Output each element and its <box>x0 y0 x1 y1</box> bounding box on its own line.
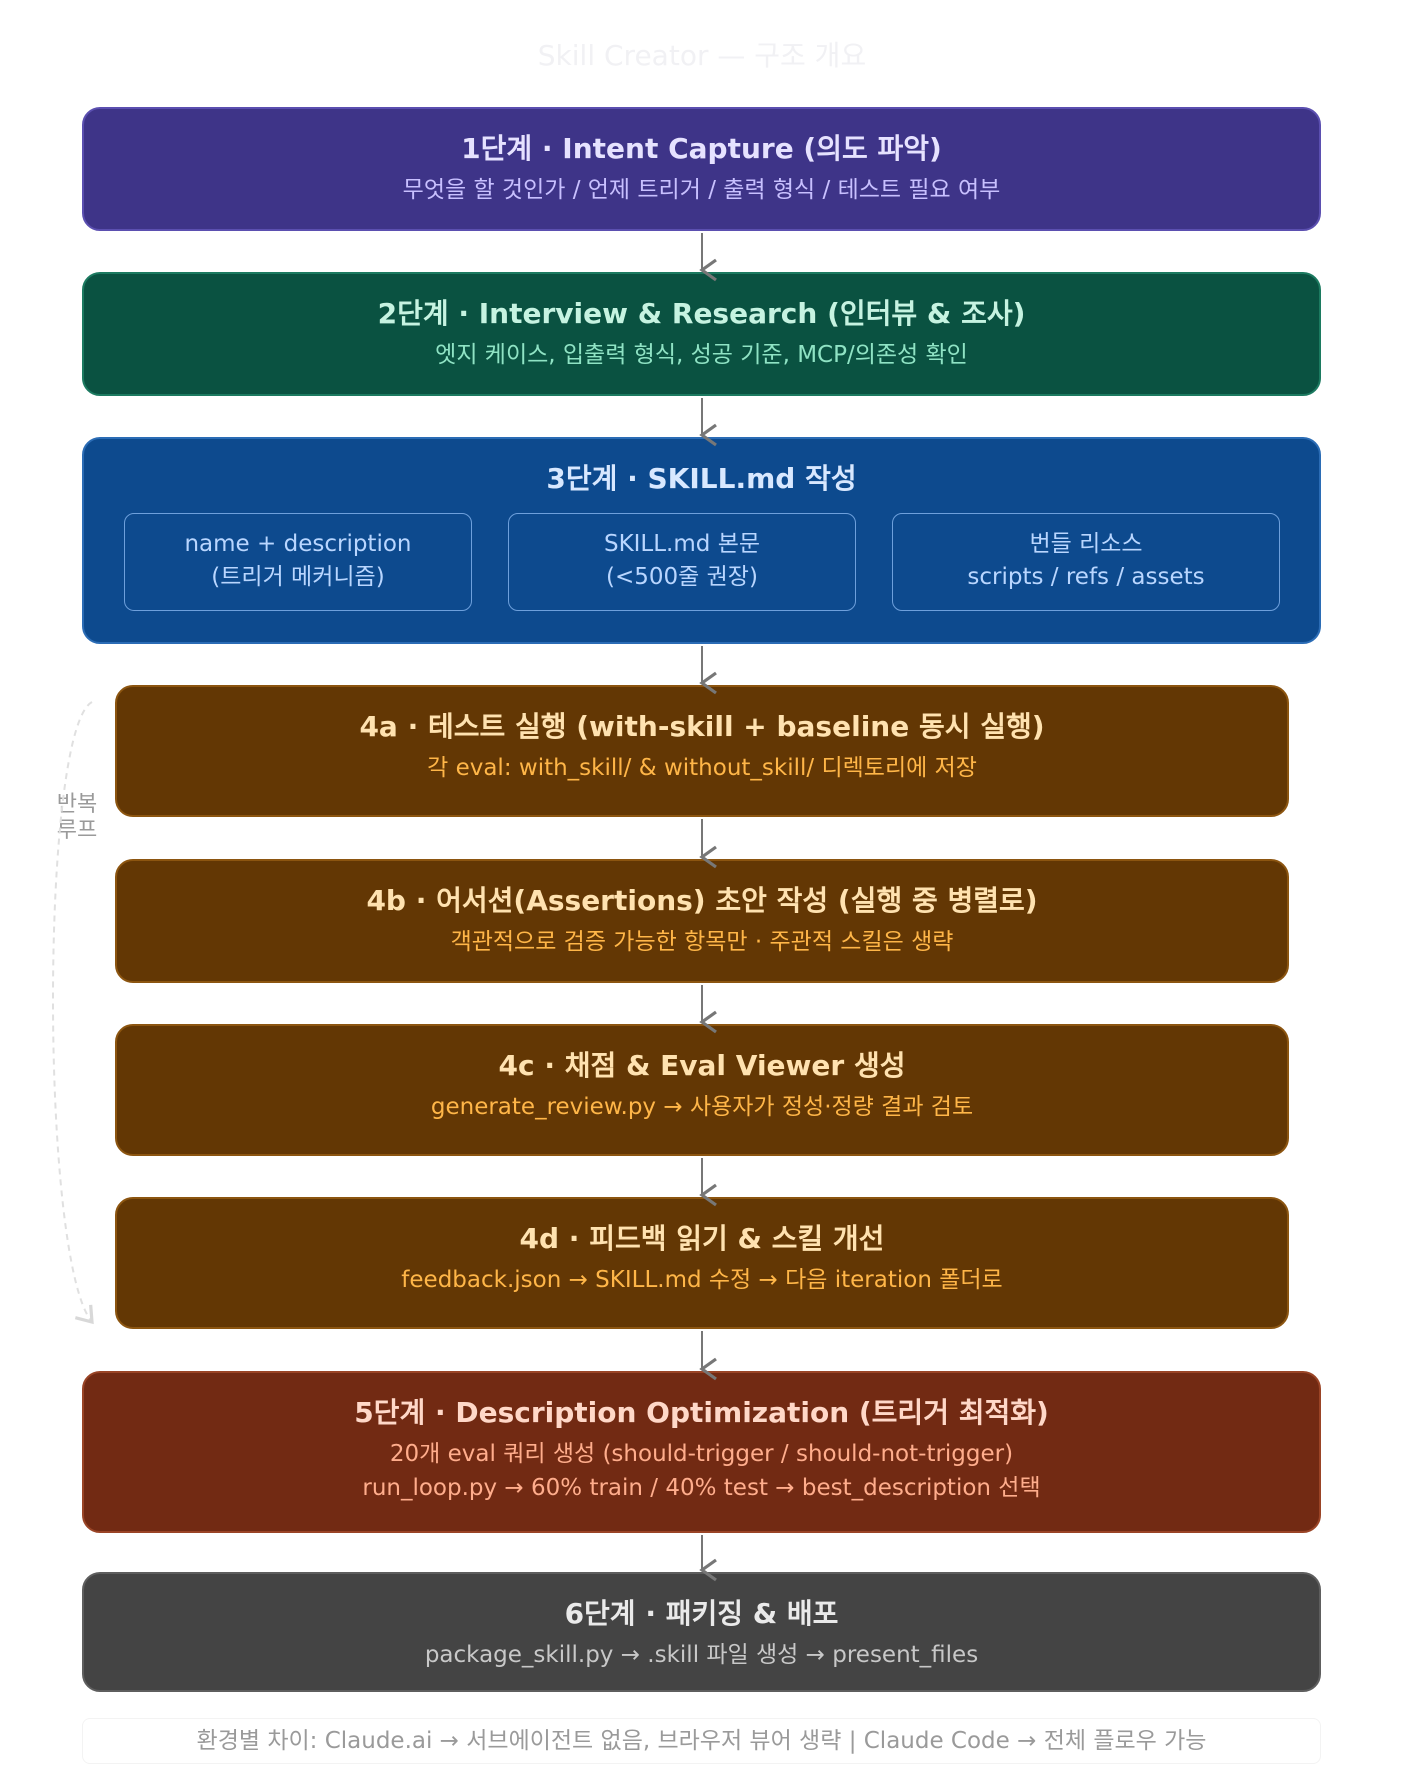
stage-4b-description: 객관적으로 검증 가능한 항목만 · 주관적 스킬은 생략 <box>450 929 954 955</box>
stage-6-packaging: 6단계 · 패키징 & 배포 package_skill.py → .skill… <box>82 1572 1321 1692</box>
loop-label-line: 반복 <box>56 792 98 817</box>
stage-4b-heading: 4b · 어서션(Assertions) 초안 작성 (실행 중 병렬로) <box>366 884 1038 917</box>
sub-box-bundle-resources: 번들 리소스 scripts / refs / assets <box>892 513 1280 611</box>
stage-6-heading: 6단계 · 패키징 & 배포 <box>564 1597 839 1630</box>
sub-box-line: (<500줄 권장) <box>606 564 758 590</box>
environment-note: 환경별 차이: Claude.ai → 서브에이전트 없음, 브라우저 뷰어 생… <box>82 1718 1321 1764</box>
stage-4d-heading: 4d · 피드백 읽기 & 스킬 개선 <box>519 1222 885 1255</box>
stage-2-description: 엣지 케이스, 입출력 형식, 성공 기준, MCP/의존성 확인 <box>435 342 968 368</box>
sub-box-line: name + description <box>184 531 412 557</box>
sub-box-line: 번들 리소스 <box>1029 531 1143 557</box>
stage-5-description-line-2: run_loop.py → 60% train / 40% test → bes… <box>362 1475 1041 1501</box>
stage-5-description-line-1: 20개 eval 쿼리 생성 (should-trigger / should-… <box>389 1441 1014 1467</box>
loop-label-line: 루프 <box>56 818 98 843</box>
stage-3-heading: 3단계 · SKILL.md 작성 <box>546 462 857 495</box>
stage-4c-description: generate_review.py → 사용자가 정성·정량 결과 검토 <box>430 1094 974 1120</box>
diagram-title: Skill Creator — 구조 개요 <box>537 39 867 72</box>
stage-1-heading: 1단계 · Intent Capture (의도 파악) <box>461 132 942 165</box>
stage-5-heading: 5단계 · Description Optimization (트리거 최적화) <box>354 1396 1049 1429</box>
loop-label: 반복 루프 <box>52 792 102 844</box>
sub-box-name-description: name + description (트리거 메커니즘) <box>124 513 472 611</box>
stage-4d-feedback-improve: 4d · 피드백 읽기 & 스킬 개선 feedback.json → SKIL… <box>115 1197 1289 1329</box>
stage-4b-assertions: 4b · 어서션(Assertions) 초안 작성 (실행 중 병렬로) 객관… <box>115 859 1289 983</box>
stage-1-intent-capture: 1단계 · Intent Capture (의도 파악) 무엇을 할 것인가 /… <box>82 107 1321 231</box>
stage-2-heading: 2단계 · Interview & Research (인터뷰 & 조사) <box>377 297 1026 330</box>
stage-4a-description: 각 eval: with_skill/ & without_skill/ 디렉토… <box>427 755 977 781</box>
stage-4a-test-run: 4a · 테스트 실행 (with-skill + baseline 동시 실행… <box>115 685 1289 817</box>
sub-box-skill-md-body: SKILL.md 본문 (<500줄 권장) <box>508 513 856 611</box>
stage-3-skill-md: 3단계 · SKILL.md 작성 name + description (트리… <box>82 437 1321 644</box>
stage-1-description: 무엇을 할 것인가 / 언제 트리거 / 출력 형식 / 테스트 필요 여부 <box>402 177 1001 203</box>
sub-box-line: (트리거 메커니즘) <box>211 564 385 590</box>
stage-4c-heading: 4c · 채점 & Eval Viewer 생성 <box>498 1049 906 1082</box>
sub-box-line: scripts / refs / assets <box>967 564 1205 590</box>
stage-4d-description: feedback.json → SKILL.md 수정 → 다음 iterati… <box>401 1267 1003 1293</box>
stage-2-interview-research: 2단계 · Interview & Research (인터뷰 & 조사) 엣지… <box>82 272 1321 396</box>
stage-6-description: package_skill.py → .skill 파일 생성 → presen… <box>424 1642 979 1668</box>
stage-5-description-optimization: 5단계 · Description Optimization (트리거 최적화)… <box>82 1371 1321 1533</box>
sub-box-line: SKILL.md 본문 <box>603 531 761 557</box>
stage-4a-heading: 4a · 테스트 실행 (with-skill + baseline 동시 실행… <box>359 710 1045 743</box>
stage-4c-grading-viewer: 4c · 채점 & Eval Viewer 생성 generate_review… <box>115 1024 1289 1156</box>
